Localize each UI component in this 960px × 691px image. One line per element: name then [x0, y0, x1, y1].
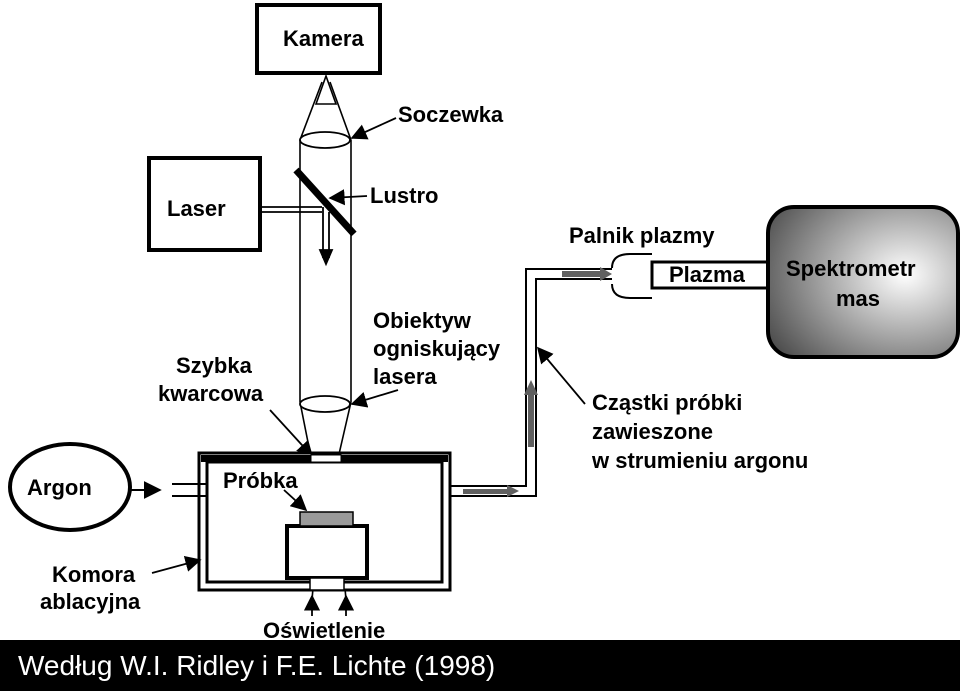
quartz-pointer — [269, 409, 314, 458]
particles-pointer — [536, 346, 586, 405]
mirror — [293, 167, 357, 237]
laser-label: Laser — [167, 196, 226, 221]
objective-label-line3: lasera — [373, 364, 437, 389]
plasma-torch — [611, 253, 652, 299]
quartz-label-line1: Szybka — [176, 353, 253, 378]
lens-pointer — [350, 117, 397, 140]
sample — [299, 511, 354, 527]
torch-label: Palnik plazmy — [569, 223, 715, 248]
quartz-opening — [310, 454, 342, 463]
spectrometer-label-line1: Spektrometr — [786, 256, 916, 281]
source-caption: Według W.I. Ridley i F.E. Lichte (1998) — [0, 640, 960, 691]
particles-label-line1: Cząstki próbki — [592, 390, 742, 415]
camera-label: Kamera — [283, 26, 364, 51]
objective-label-line2: ogniskujący — [373, 336, 501, 361]
quartz-label-line2: kwarcowa — [158, 381, 264, 406]
argon-inlet — [130, 481, 207, 499]
chamber-label-line2: ablacyjna — [40, 589, 141, 614]
sample-stage — [285, 524, 369, 580]
laser-beam — [260, 206, 334, 267]
illumination-label: Oświetlenie — [263, 618, 385, 640]
plasma-label: Plazma — [669, 262, 746, 287]
mirror-pointer — [328, 189, 368, 206]
mirror-label: Lustro — [370, 183, 438, 208]
top-lens — [299, 131, 351, 149]
plasma-zone — [650, 260, 772, 290]
chamber-label-line1: Komora — [52, 562, 136, 587]
sample-pointer — [283, 489, 308, 512]
objective-pointer — [350, 389, 399, 408]
particles-label-line2: zawieszone — [592, 419, 713, 444]
argon-label: Argon — [27, 475, 92, 500]
illumination-arrows — [303, 594, 355, 616]
sample-label: Próbka — [223, 468, 298, 493]
objective-lens — [299, 395, 351, 413]
transport-tube — [450, 268, 612, 497]
argon-source — [8, 442, 132, 532]
mass-spectrometer — [766, 205, 960, 359]
laser-box — [147, 156, 262, 252]
objective-label-line1: Obiektyw — [373, 308, 472, 333]
spectrometer-label-line2: mas — [836, 286, 880, 311]
lens-label: Soczewka — [398, 102, 504, 127]
bottom-window — [309, 577, 345, 591]
camera-box — [255, 3, 382, 75]
particles-label-line3: w strumieniu argonu — [591, 448, 808, 473]
laser-ablation-diagram: Kamera Soczewka Laser Lustro Obiektyw og… — [8, 3, 960, 640]
particle-flow — [463, 267, 612, 497]
chamber-pointer — [151, 555, 202, 574]
